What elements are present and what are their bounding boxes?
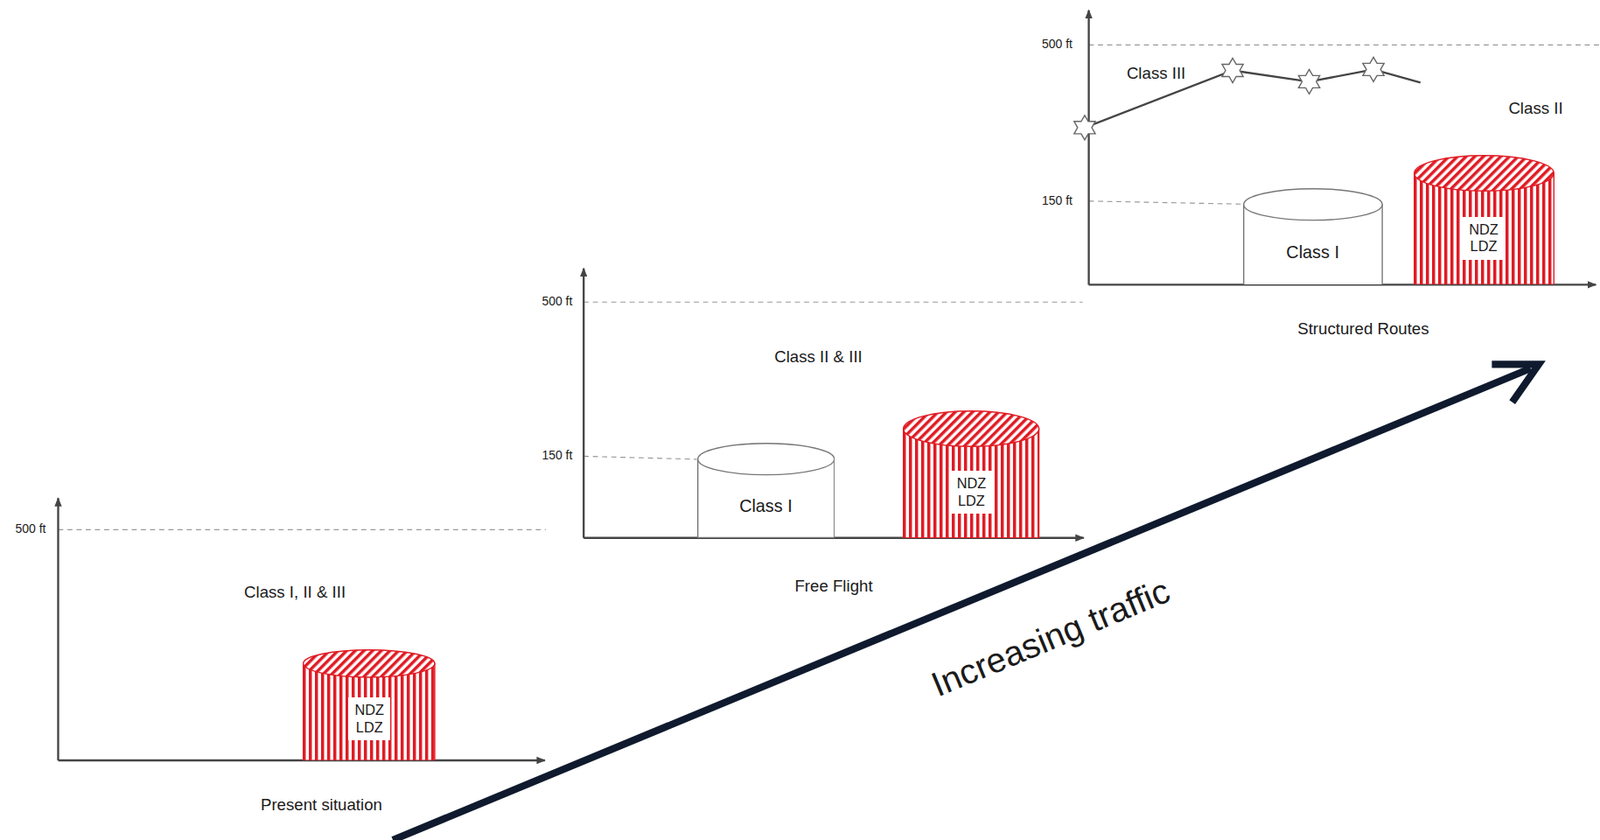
waypoint-star: [1222, 57, 1244, 83]
no-drone-zone-cylinder: NDZLDZ: [302, 649, 436, 761]
reference-lines: [57, 44, 1600, 530]
class-name: Class I: [739, 496, 793, 518]
panel-caption: Free Flight: [794, 576, 873, 595]
zone-name: LDZ: [356, 719, 384, 737]
cylinder-label-area: NDZLDZ: [1462, 216, 1505, 260]
cylinder-outline: [697, 442, 835, 538]
waypoint-star: [1362, 56, 1384, 82]
zone-name: LDZ: [1470, 237, 1498, 256]
class-cylinder: Class I: [1243, 188, 1384, 286]
altitude-label: 500 ft: [541, 295, 573, 309]
no-drone-zone-cylinder: NDZLDZ: [1413, 154, 1555, 285]
cylinder-outline: [1243, 188, 1384, 286]
class-name: Class I: [1285, 242, 1340, 264]
airspace-class-label: Class I, II & III: [244, 582, 346, 601]
structured-route: [1074, 56, 1421, 140]
cylinder-label-area: Class I: [1281, 239, 1344, 266]
altitude-label: 500 ft: [14, 523, 46, 537]
altitude-label: 150 ft: [1041, 194, 1073, 208]
waypoint-star: [1298, 69, 1320, 94]
axes: [57, 10, 1596, 761]
class-cylinder: Class I: [697, 442, 835, 538]
cylinder-label-area: NDZLDZ: [348, 697, 391, 741]
waypoint-star: [1074, 115, 1096, 140]
cylinder-label-area: NDZLDZ: [950, 470, 993, 514]
zone-name: NDZ: [354, 701, 385, 720]
panel-caption: Present situation: [260, 796, 383, 815]
zone-name: LDZ: [957, 492, 986, 511]
cylinder-label-area: Class I: [734, 493, 797, 520]
traffic-arrow: [392, 363, 1539, 840]
altitude-label: 150 ft: [541, 449, 573, 463]
no-drone-zone-cylinder: NDZLDZ: [902, 410, 1040, 538]
airspace-class-label: Class II: [1508, 98, 1563, 118]
arrow-label: Increasing traffic: [926, 571, 1176, 704]
airspace-class-label: Class II & III: [774, 348, 863, 367]
zone-name: NDZ: [957, 475, 987, 493]
zone-name: NDZ: [1468, 221, 1499, 239]
panel-caption: Structured Routes: [1297, 319, 1429, 338]
airspace-class-label: Class III: [1126, 64, 1186, 84]
altitude-label: 500 ft: [1041, 38, 1073, 52]
